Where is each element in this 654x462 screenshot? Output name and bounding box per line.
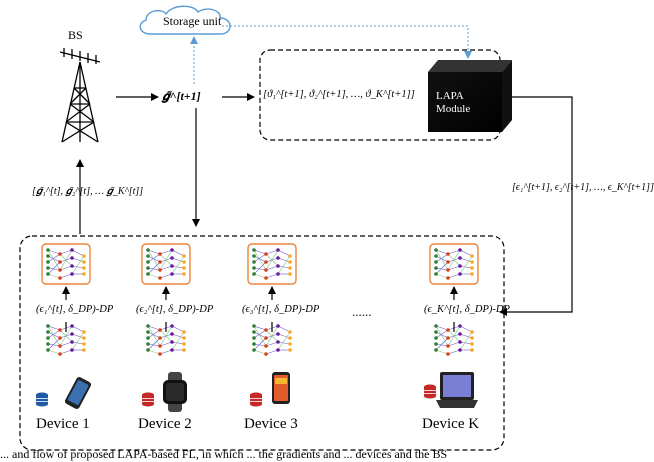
smartwatch-icon: [163, 372, 187, 412]
device-3-label: Device 3: [244, 416, 298, 432]
device-2-dp-label: (ϵ₂^[t], δ_DP)-DP: [136, 304, 214, 315]
device-3-model-top: [247, 243, 297, 285]
smartphone-icon: [64, 377, 92, 409]
device-1-model-top: [41, 243, 91, 285]
device-2-label: Device 2: [138, 416, 192, 432]
device-3-dp-label: (ϵ₃^[t], δ_DP)-DP: [242, 304, 320, 315]
device-k-model-top: [429, 243, 479, 285]
bs-label: BS: [68, 28, 83, 42]
lapa-label-line1: LAPA: [436, 90, 464, 102]
device-1-label: Device 1: [36, 416, 90, 432]
tablet-icon: [436, 372, 478, 408]
arrow-storage-to-lapa: [222, 25, 472, 59]
uploaded-gradients-label: [𝒈̃₁^[t], 𝒈̃₂^[t], … 𝒈̃_K^[t]]: [32, 186, 144, 197]
diagram-canvas: [19, 5, 573, 451]
database-icon: [423, 384, 437, 399]
arrow-lapa-to-devices: [499, 96, 573, 316]
lapa-module-label: LAPA Module: [436, 90, 470, 116]
database-icon: [141, 392, 155, 407]
iphone-icon: [272, 372, 290, 404]
bs-tower-icon: [59, 48, 101, 143]
epsilon-vector-label: [ϵ₁^[t+1], ϵ₂^[t+1], …, ϵ_K^[t+1]]: [512, 182, 654, 193]
lapa-label-line2: Module: [436, 103, 471, 115]
device-k-dp-label: (ϵ_K^[t], δ_DP)-DP: [424, 304, 510, 315]
database-icon: [249, 392, 263, 407]
figure-caption: ... and flow of proposed LAPA-based FL, …: [0, 447, 448, 461]
ellipsis: ......: [352, 304, 372, 319]
device-1-dp-label: (ϵ₁^[t], δ_DP)-DP: [36, 304, 114, 315]
storage-unit-label: Storage unit: [163, 14, 222, 28]
lapa-module-cube: [428, 60, 512, 132]
database-icon: [35, 392, 49, 407]
theta-vector-label: [ϑ₁^[t+1], ϑ₂^[t+1], …, ϑ_K^[t+1]]: [263, 89, 415, 100]
device-k-label: Device K: [422, 416, 480, 432]
device-2-model-top: [141, 243, 191, 285]
aggregated-gradient-label: 𝒈̃^[t+1]: [162, 89, 201, 103]
storage-cloud-icon: [139, 5, 231, 35]
